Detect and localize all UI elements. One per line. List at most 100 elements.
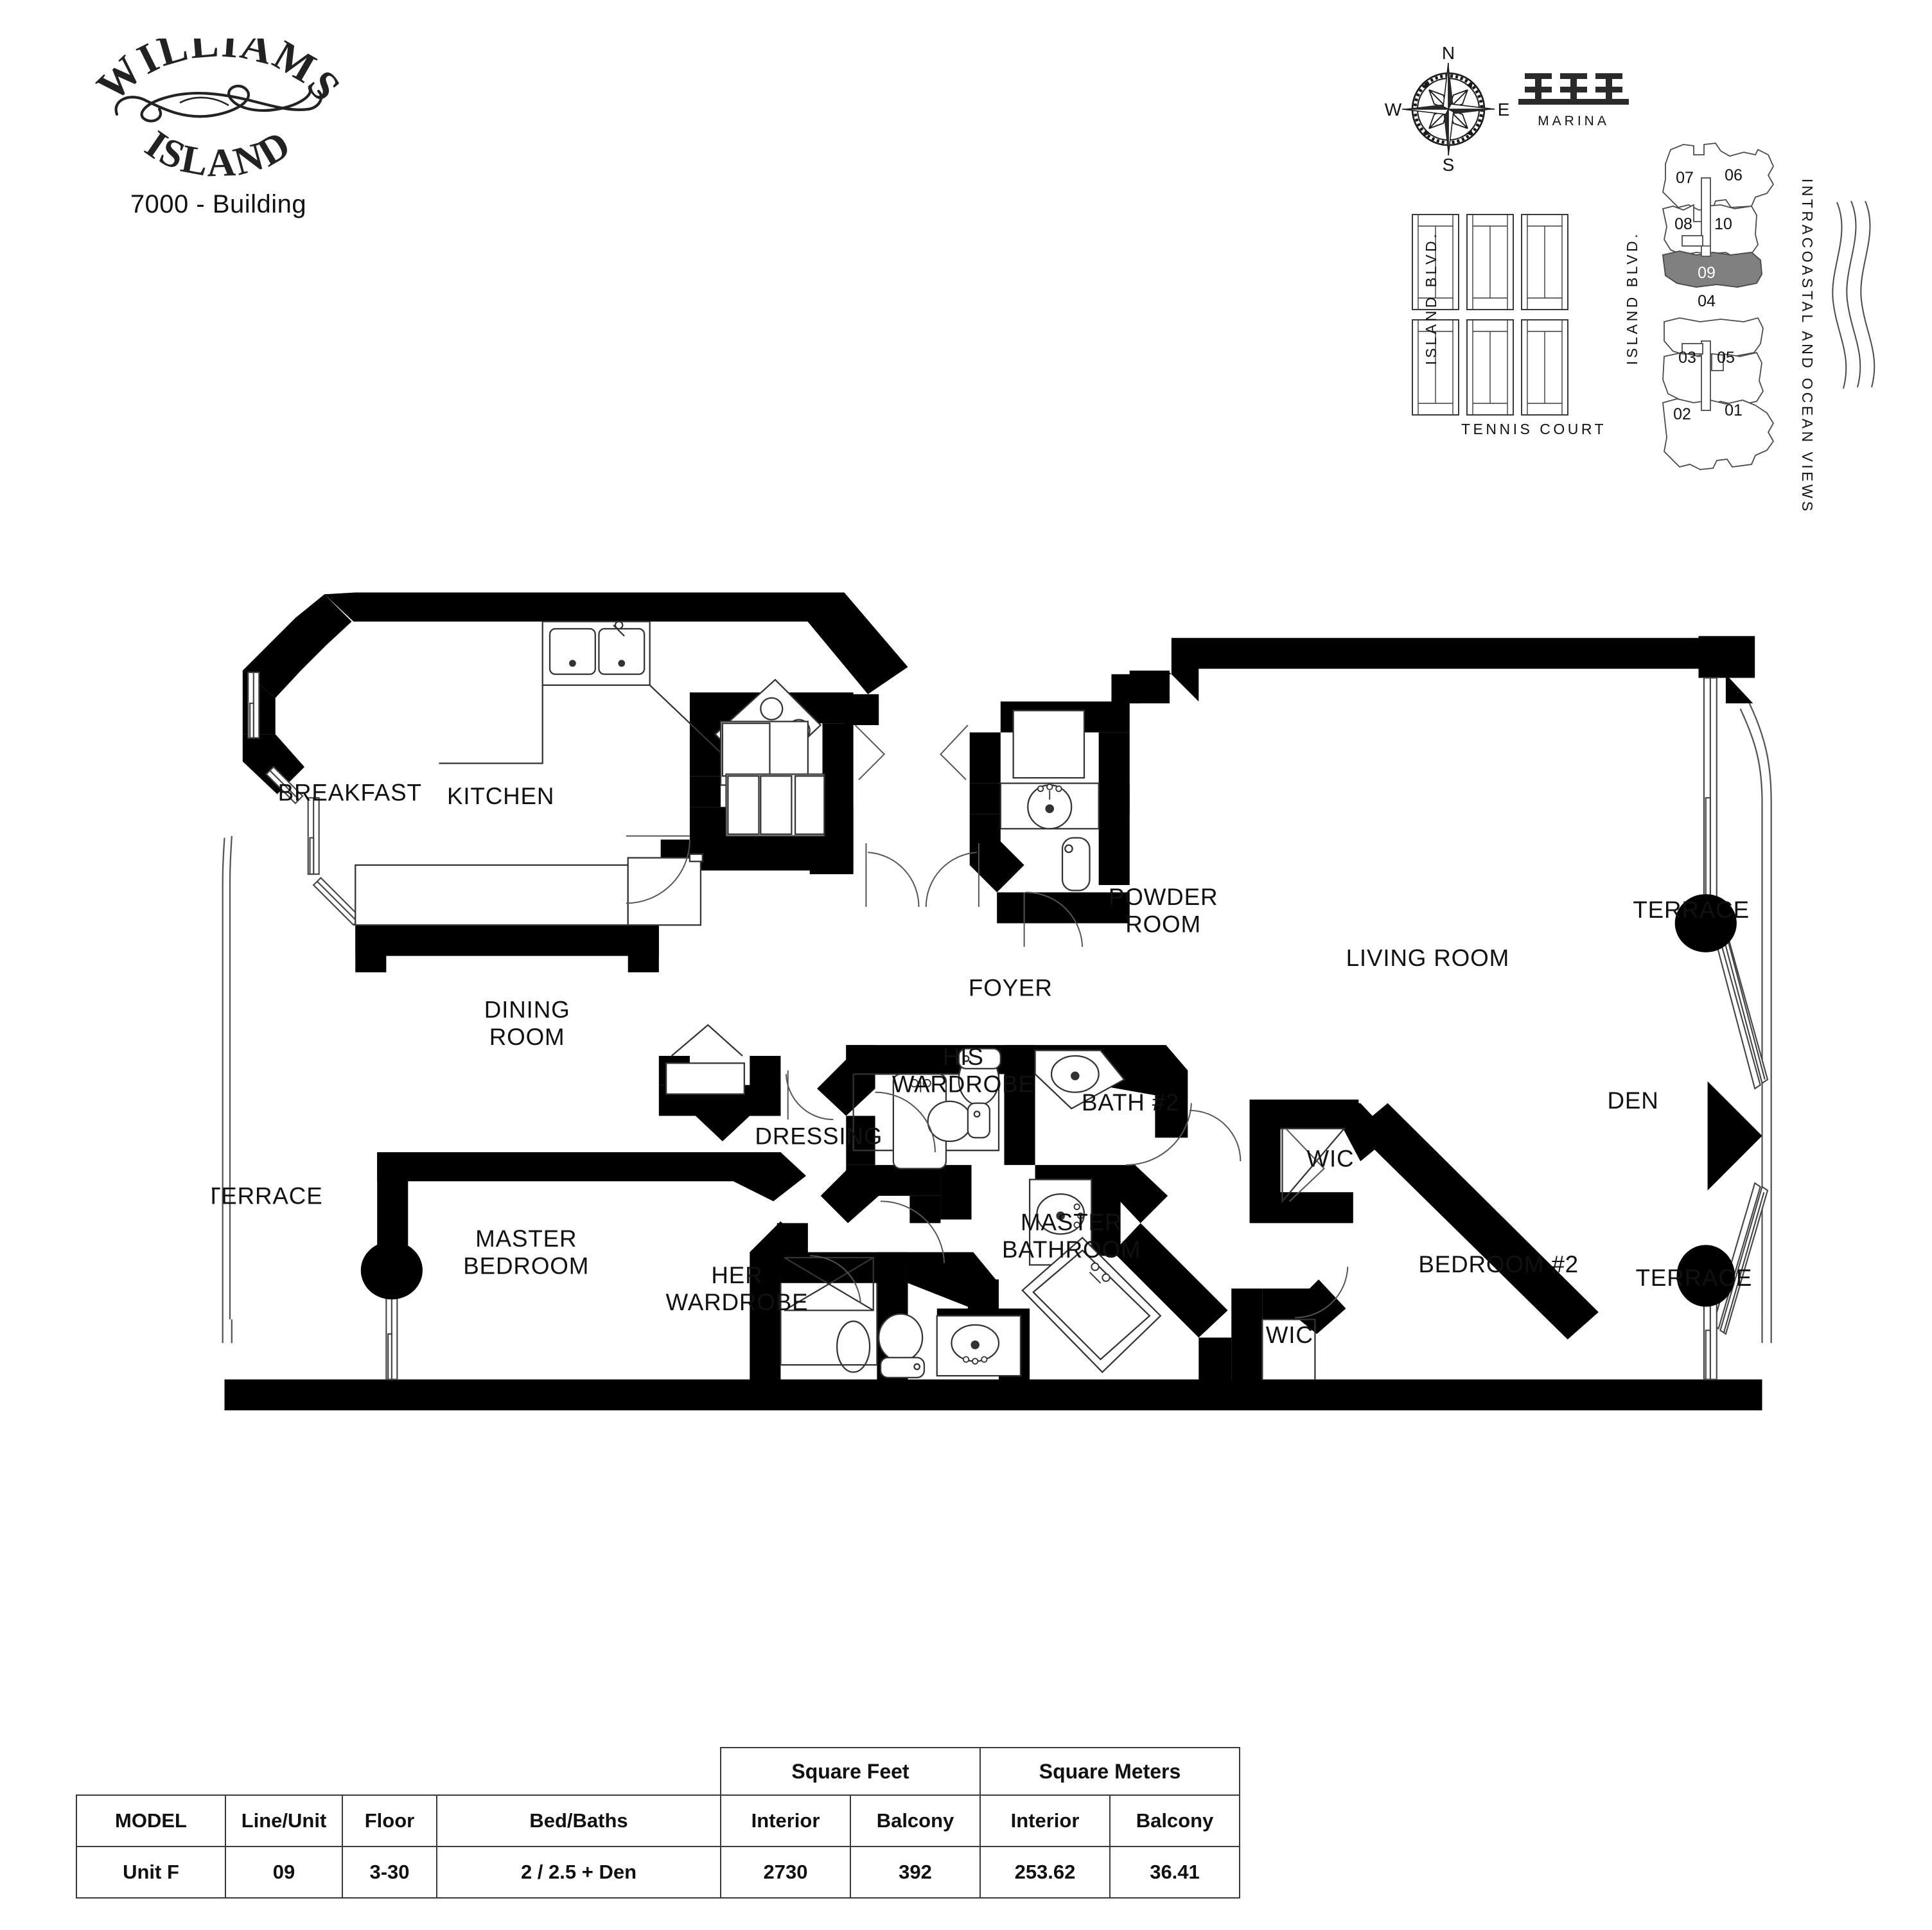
wic-lower-shelf: [1261, 1319, 1316, 1380]
col-header-bed-baths: Bed/Baths: [436, 1794, 721, 1847]
keyplan-unit-01[interactable]: 01: [1725, 401, 1743, 419]
her-wardrobe-shelf: [780, 1283, 878, 1366]
col-header-floor: Floor: [342, 1794, 437, 1847]
marina-icon: [1518, 73, 1629, 105]
table-header-row: MODEL Line/Unit Floor Bed/Baths Interior…: [76, 1794, 1240, 1847]
tennis-courts-diagram: [1410, 212, 1570, 427]
label-his-wardrobe-l1: HIS: [943, 1044, 984, 1070]
keyplan-highlight-unit-09[interactable]: [1662, 245, 1762, 288]
label-master-bed-l2: BEDROOM: [463, 1253, 589, 1279]
cell-bed-baths: 2 / 2.5 + Den: [436, 1846, 721, 1899]
cell-line-unit: 09: [225, 1846, 343, 1899]
keyplan-unit-07[interactable]: 07: [1676, 169, 1694, 187]
svg-text:ISLAND: ISLAND: [137, 122, 299, 186]
column-living-terrace: [1674, 894, 1737, 952]
room-labels: BREAKFAST KITCHEN POWDER ROOM FOYER LIVI…: [206, 779, 1753, 1348]
label-breakfast: BREAKFAST: [278, 779, 422, 805]
label-den: DEN: [1608, 1087, 1659, 1114]
keyplan-unit-05[interactable]: 05: [1717, 349, 1735, 367]
logo-bottom-word: ISLAND: [137, 122, 297, 186]
label-terrace-southeast: TERRACE: [1636, 1265, 1753, 1291]
keyplan-unit-08[interactable]: 08: [1674, 215, 1692, 233]
cell-sqm-interior: 253.62: [979, 1846, 1111, 1899]
compass-west-label: W: [1385, 100, 1402, 119]
marina-label: MARINA: [1538, 114, 1610, 128]
powder-mirror: [1012, 710, 1085, 779]
williams-island-logo: WILLIAMS ISLAND: [88, 39, 349, 186]
col-header-sqft-balcony: Balcony: [850, 1794, 981, 1847]
closet-block: [794, 775, 825, 835]
group-header-square-feet: Square Feet: [720, 1747, 981, 1796]
unit-spec-table: Square Feet Square Meters MODEL Line/Uni…: [76, 1747, 1240, 1899]
compass-east-label: E: [1498, 100, 1510, 119]
door-swings: [626, 724, 1349, 1319]
round-columns: [360, 894, 1737, 1307]
unit-floor-plan: BREAKFAST KITCHEN POWDER ROOM FOYER LIVI…: [206, 565, 1786, 1423]
dining-buffet: [665, 1062, 745, 1095]
label-foyer: FOYER: [969, 975, 1053, 1001]
label-wic-upper: WIC: [1306, 1146, 1354, 1172]
label-wic-lower: WIC: [1266, 1322, 1313, 1348]
cell-model: Unit F: [76, 1846, 226, 1899]
table-group-header-row: Square Feet Square Meters: [76, 1747, 1240, 1796]
brand-block: WILLIAMS ISLAND 7000 - Building: [64, 39, 373, 219]
keyplan-unit-04[interactable]: 04: [1698, 292, 1716, 310]
master-bidet: [836, 1320, 871, 1373]
label-powder-room-l2: ROOM: [1125, 911, 1201, 938]
group-header-square-meters: Square Meters: [979, 1747, 1240, 1796]
table-row: Unit F 09 3-30 2 / 2.5 + Den 2730 392 25…: [76, 1846, 1240, 1899]
label-living-room: LIVING ROOM: [1346, 945, 1509, 971]
master-toilet: [878, 1313, 924, 1362]
compass-rose: N S E W: [1384, 43, 1513, 177]
cell-sqft-interior: 2730: [720, 1846, 851, 1899]
column-master-terrace: [360, 1241, 423, 1300]
label-terrace-east: TERRACE: [1633, 897, 1750, 923]
cell-floor: 3-30: [342, 1846, 437, 1899]
kitchen-appliance: [627, 857, 702, 926]
column-bedroom-terrace: [1676, 1245, 1735, 1307]
terrace-railing-outline: [222, 703, 1772, 1344]
marina-block: MARINA: [1516, 71, 1631, 129]
tennis-court-label: TENNIS COURT: [1461, 421, 1607, 437]
label-his-wardrobe-l2: WARDROBE: [892, 1071, 1035, 1098]
kitchen-sink-basin-left: [549, 627, 596, 675]
keyplan-unit-02[interactable]: 02: [1673, 405, 1691, 423]
dining-niche: [671, 1024, 743, 1057]
compass-north-label: N: [1442, 45, 1455, 63]
dryer: [760, 775, 793, 835]
label-master-bath-l1: MASTER: [1021, 1209, 1122, 1236]
label-master-bath-l2: BATHROOM: [1002, 1236, 1141, 1263]
kitchen-sink-basin-right: [598, 627, 645, 675]
col-header-sqm-interior: Interior: [979, 1794, 1111, 1847]
label-bedroom-2: BEDROOM #2: [1418, 1251, 1579, 1277]
label-dressing: DRESSING: [755, 1123, 883, 1149]
col-header-sqm-balcony: Balcony: [1109, 1794, 1240, 1847]
label-dining-room-l2: ROOM: [489, 1024, 565, 1050]
bath2-wc: [927, 1100, 972, 1143]
kitchen-island: [355, 864, 629, 926]
label-terrace-west: TERRACE: [212, 1183, 323, 1209]
label-powder-room-l1: POWDER: [1109, 884, 1218, 910]
utility-box: [721, 723, 771, 777]
col-header-sqft-interior: Interior: [720, 1794, 851, 1847]
building-subtitle: 7000 - Building: [130, 190, 307, 218]
label-her-wardrobe-l2: WARDROBE: [666, 1289, 809, 1315]
keyplan-unit-03[interactable]: 03: [1678, 349, 1696, 367]
keyplan-unit-09[interactable]: 09: [1698, 264, 1716, 282]
island-blvd-left-label: ISLAND BLVD.: [1423, 231, 1439, 365]
keyplan-unit-06[interactable]: 06: [1725, 166, 1743, 184]
master-shower: [784, 1257, 874, 1312]
col-header-model: MODEL: [76, 1794, 226, 1847]
keyplan-unit-10[interactable]: 10: [1714, 215, 1732, 233]
cell-sqft-balcony: 392: [850, 1846, 981, 1899]
label-her-wardrobe-l1: HER: [711, 1262, 762, 1288]
flourish-icon: [114, 84, 323, 123]
washer: [727, 775, 760, 835]
intracoastal-ocean-views-label: INTRACOASTAL AND OCEAN VIEWS: [1799, 179, 1816, 514]
master-tub: [1021, 1236, 1162, 1374]
label-kitchen: KITCHEN: [447, 783, 554, 809]
plan-fixtures: [355, 620, 1346, 1380]
island-blvd-right-label: ISLAND BLVD.: [1624, 231, 1640, 365]
water-waves-icon: [1824, 196, 1882, 398]
